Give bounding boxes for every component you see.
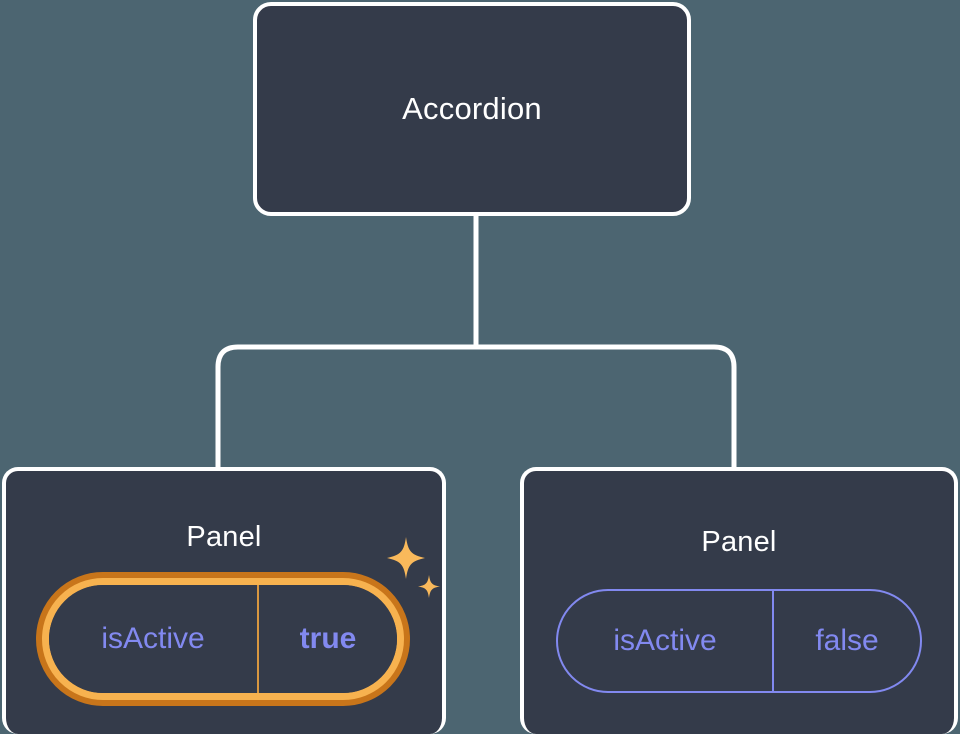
prop-pill-isactive-true[interactable]: isActive true: [36, 572, 410, 706]
prop-pill-body[interactable]: isActive true: [49, 585, 397, 693]
node-panel-right-title: Panel: [701, 526, 777, 558]
highlight-ring-outer: [36, 572, 410, 706]
connector-bus: [215, 344, 737, 470]
prop-value-true: true: [257, 585, 397, 693]
prop-pill-isactive-false[interactable]: isActive false: [556, 589, 922, 693]
node-panel-left-title: Panel: [186, 521, 262, 553]
highlight-ring-inner: [42, 578, 404, 700]
node-accordion-title: Accordion: [402, 91, 542, 126]
node-accordion[interactable]: Accordion: [253, 2, 691, 216]
prop-value-false: false: [772, 591, 920, 691]
prop-key-isactive: isActive: [101, 622, 205, 655]
prop-key-isactive: isActive: [613, 624, 717, 657]
